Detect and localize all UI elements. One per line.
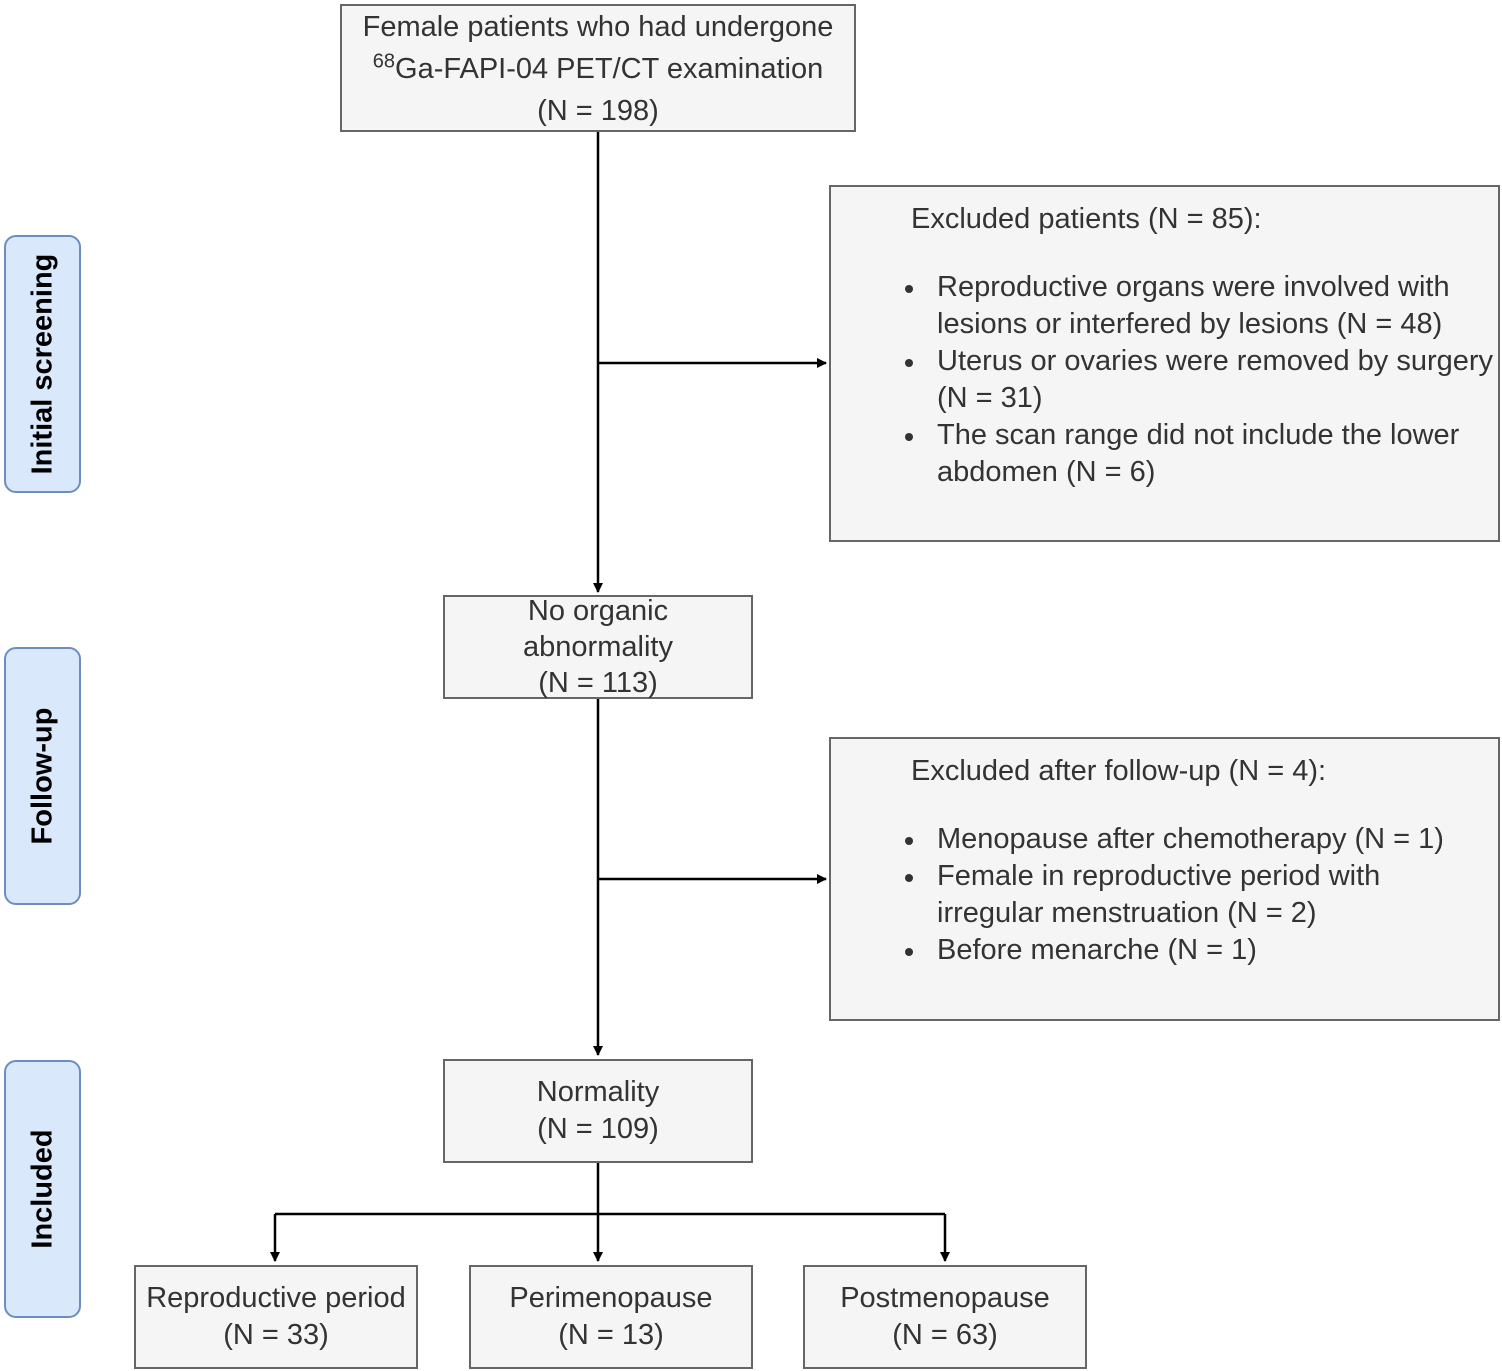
no-abnormality-line3: (N = 113): [538, 667, 658, 699]
no-abnormality-line2: abnormality: [523, 631, 673, 663]
start-line3: (N = 198): [537, 95, 659, 127]
start-line2-text: Ga-FAPI-04 PET/CT examination: [395, 53, 824, 85]
group-name: Perimenopause: [509, 1282, 713, 1314]
exclusion1-title: Excluded patients (N = 85):: [911, 203, 1262, 235]
no-abnormality-line1: No organic: [527, 595, 669, 627]
normality-box: Normality (N = 109): [443, 1059, 753, 1163]
group-count: (N = 33): [223, 1319, 329, 1351]
exclusion-box-initial: Excluded patients (N = 85): Reproductive…: [829, 185, 1500, 542]
no-abnormality-box: No organic abnormality (N = 113): [443, 595, 753, 699]
normality-line2: (N = 109): [537, 1113, 659, 1145]
list-item: Female in reproductive period with irreg…: [905, 858, 1494, 932]
start-box: Female patients who had undergone 68Ga-F…: [340, 4, 856, 132]
group-count: (N = 13): [558, 1319, 664, 1351]
group-perimenopause-box: Perimenopause (N = 13): [469, 1265, 753, 1369]
exclusion2-title: Excluded after follow-up (N = 4):: [911, 755, 1327, 787]
isotope-superscript: 68: [372, 50, 396, 73]
group-postmenopause-box: Postmenopause (N = 63): [803, 1265, 1087, 1369]
group-name: Postmenopause: [840, 1282, 1050, 1314]
stage-follow-up-label: Follow-up: [26, 707, 58, 845]
list-item: The scan range did not include the lower…: [905, 417, 1494, 491]
start-line2: 68Ga-FAPI-04 PET/CT examination: [373, 48, 823, 90]
list-item: Before menarche (N = 1): [905, 932, 1494, 969]
list-item: Menopause after chemotherapy (N = 1): [905, 821, 1494, 858]
exclusion-box-follow-up: Excluded after follow-up (N = 4): Menopa…: [829, 737, 1500, 1021]
stage-follow-up: Follow-up: [4, 647, 81, 905]
exclusion2-list: Menopause after chemotherapy (N = 1) Fem…: [905, 821, 1494, 969]
list-item: Uterus or ovaries were removed by surger…: [905, 343, 1494, 417]
group-name: Reproductive period: [146, 1282, 406, 1314]
stage-included: Included: [4, 1060, 81, 1318]
stage-included-label: Included: [26, 1129, 58, 1249]
stage-initial-screening-label: Initial screening: [26, 253, 58, 475]
list-item: Reproductive organs were involved with l…: [905, 269, 1494, 343]
start-line1: Female patients who had undergone: [362, 11, 834, 43]
stage-initial-screening: Initial screening: [4, 235, 81, 493]
group-count: (N = 63): [892, 1319, 998, 1351]
normality-line1: Normality: [536, 1076, 660, 1108]
group-reproductive-box: Reproductive period (N = 33): [134, 1265, 418, 1369]
exclusion1-list: Reproductive organs were involved with l…: [905, 269, 1494, 491]
